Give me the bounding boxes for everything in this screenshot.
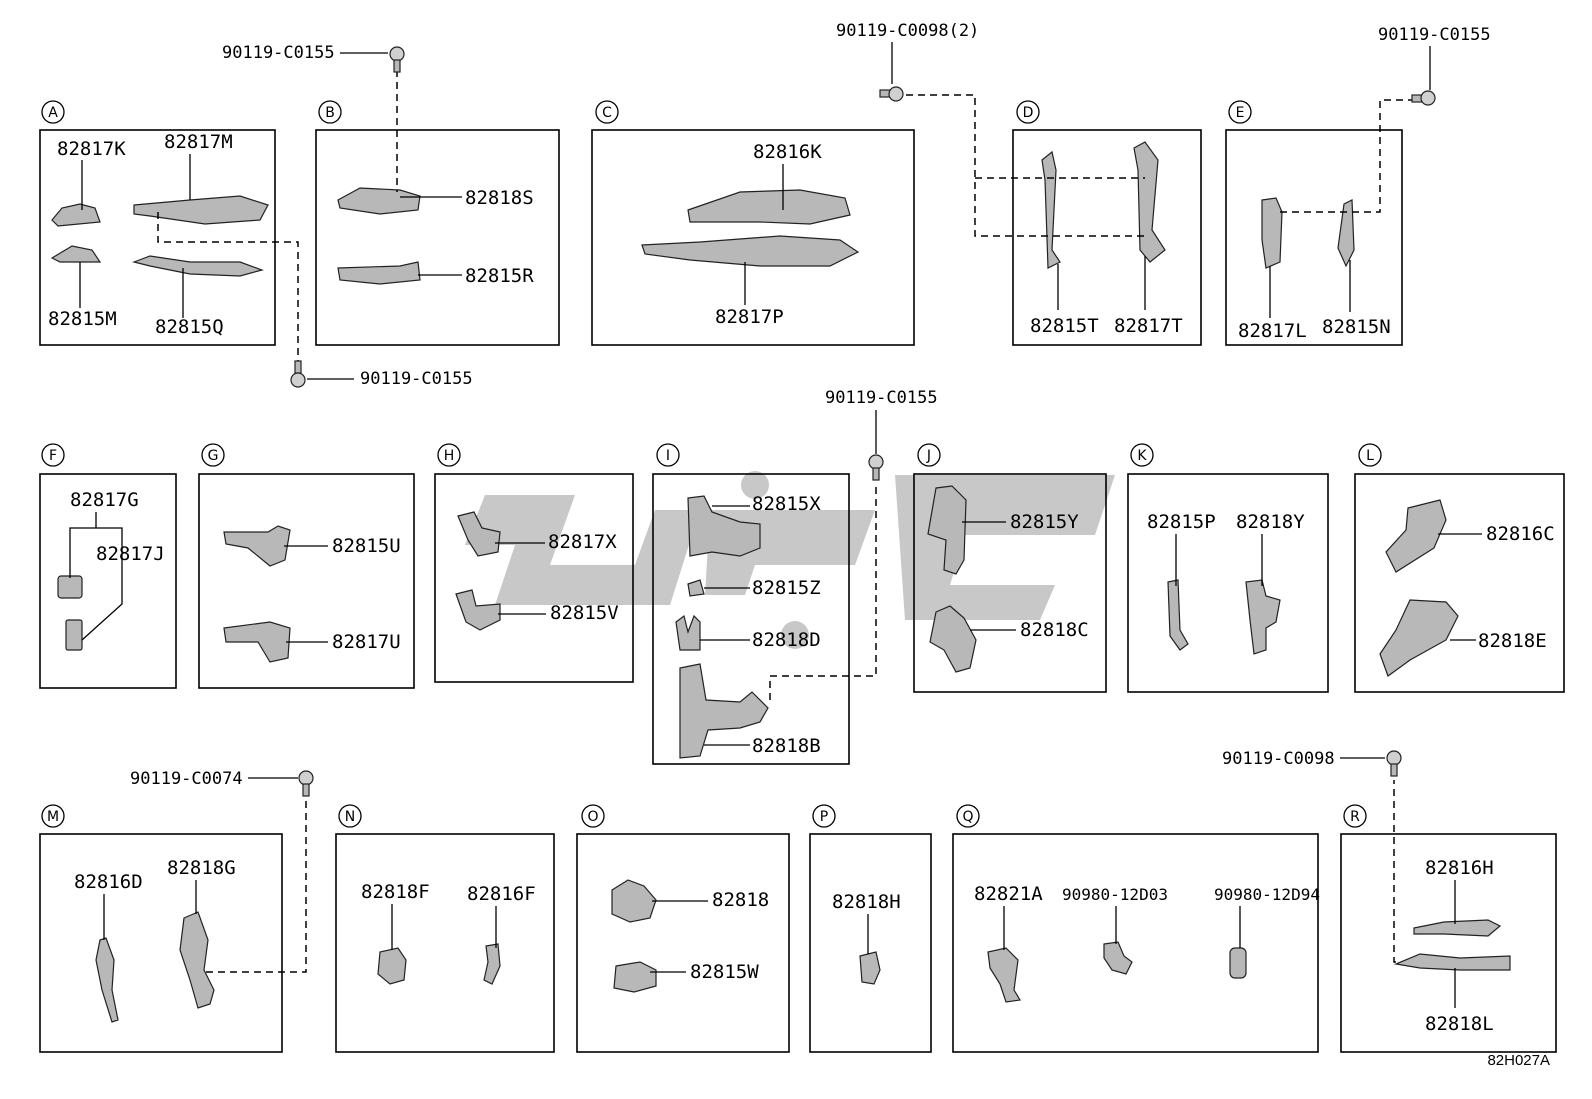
svg-text:A: A <box>48 105 58 121</box>
svg-text:I: I <box>666 448 670 464</box>
part-82818S: 82818S <box>465 187 534 209</box>
part-82817K: 82817K <box>57 138 126 160</box>
part-82817M: 82817M <box>164 131 233 153</box>
part-82817T: 82817T <box>1114 315 1183 337</box>
fastener-90119-C0155-e: 90119-C0155 <box>1378 25 1491 45</box>
section-p: P 82818H <box>809 804 932 1053</box>
svg-text:Q: Q <box>962 809 973 825</box>
bolt-icon <box>389 46 405 73</box>
part-82818F: 82818F <box>361 881 430 903</box>
part-82818C: 82818C <box>1020 619 1089 641</box>
section-h: H 82817X 82815V <box>434 443 634 683</box>
part-82816D: 82816D <box>74 871 143 893</box>
section-o: O 82818 82815W <box>576 804 790 1053</box>
bolt-icon <box>1386 750 1402 777</box>
fastener-90119-C0155-a: 90119-C0155 <box>360 369 473 389</box>
fastener-90119-C0155-i: 90119-C0155 <box>825 388 938 408</box>
fastener-90119-C0098-2: 90119-C0098(2) <box>836 21 979 41</box>
svg-text:G: G <box>208 448 219 464</box>
svg-text:J: J <box>926 448 931 464</box>
svg-text:E: E <box>1236 105 1245 121</box>
section-l: L 82816C 82818E <box>1354 443 1565 693</box>
svg-text:O: O <box>587 809 598 825</box>
section-g: G 82815U 82817U <box>198 443 415 689</box>
part-82818Y: 82818Y <box>1236 511 1305 533</box>
part-90980-12D03: 90980-12D03 <box>1062 885 1168 904</box>
svg-text:C: C <box>602 105 612 121</box>
svg-text:F: F <box>49 448 57 464</box>
part-82815U: 82815U <box>332 535 401 557</box>
section-d: D 82815T 82817T 90119-C0098(2) <box>836 21 1202 346</box>
part-82817G: 82817G <box>70 489 139 511</box>
part-82817X: 82817X <box>548 531 617 553</box>
section-b: B 82818S 82815R 90119-C0155 <box>222 43 560 346</box>
bolt-icon <box>1411 90 1436 106</box>
section-e: E 82817L 82815N 90119-C0155 <box>1225 25 1491 346</box>
svg-text:R: R <box>1350 809 1360 825</box>
part-82815N: 82815N <box>1322 316 1391 338</box>
part-82815Z: 82815Z <box>752 577 821 599</box>
section-q: Q 82821A 90980-12D03 90980-12D94 <box>952 804 1320 1053</box>
part-82821A: 82821A <box>974 883 1043 905</box>
part-82818: 82818 <box>712 889 769 911</box>
bolt-icon <box>879 86 904 102</box>
diagram-code: 82H027A <box>1487 1052 1550 1069</box>
svg-text:H: H <box>444 448 455 464</box>
part-82818H: 82818H <box>832 891 901 913</box>
svg-text:P: P <box>820 809 828 825</box>
bolt-icon <box>868 454 884 481</box>
part-82816K: 82816K <box>753 141 822 163</box>
part-82815P: 82815P <box>1147 511 1216 533</box>
section-c: C 82816K 82817P <box>591 100 915 346</box>
bolt-icon <box>290 360 306 388</box>
bolt-icon <box>298 770 314 797</box>
svg-text:M: M <box>47 809 59 825</box>
svg-text:D: D <box>1023 105 1034 121</box>
svg-text:K: K <box>1137 448 1147 464</box>
section-n: N 82818F 82816F <box>335 804 555 1053</box>
section-i: I 82815X 82815Z 82818D 82818B 90119-C015… <box>652 388 938 765</box>
part-82816H: 82816H <box>1425 857 1494 879</box>
part-90980-12D94: 90980-12D94 <box>1214 885 1320 904</box>
part-82815R: 82815R <box>465 265 534 287</box>
part-82817J: 82817J <box>96 543 165 565</box>
section-a: A 82817K 82817M 82815M 82815Q <box>39 100 299 365</box>
part-82815X: 82815X <box>752 493 821 515</box>
part-82815Q: 82815Q <box>155 316 224 338</box>
fastener-90119-C0098: 90119-C0098 <box>1222 749 1335 769</box>
part-82818D: 82818D <box>752 629 821 651</box>
part-82818B: 82818B <box>752 735 821 757</box>
part-82815M: 82815M <box>48 308 117 330</box>
part-82817P: 82817P <box>715 306 784 328</box>
part-82817U: 82817U <box>332 631 401 653</box>
section-m: M 82816D 82818G 90119-C0074 <box>39 769 314 1053</box>
fastener-90119-C0155-b: 90119-C0155 <box>222 43 335 63</box>
svg-text:N: N <box>345 809 355 825</box>
part-82815V: 82815V <box>550 602 619 624</box>
part-82816C: 82816C <box>1486 523 1555 545</box>
svg-text:L: L <box>1366 448 1374 464</box>
part-82818G: 82818G <box>167 857 236 879</box>
part-82816F: 82816F <box>467 883 536 905</box>
section-j: J 82815Y 82818C <box>913 443 1107 693</box>
fastener-90119-C0074: 90119-C0074 <box>130 769 243 789</box>
part-82815W: 82815W <box>690 961 759 983</box>
part-82815T: 82815T <box>1030 315 1099 337</box>
part-82815Y: 82815Y <box>1010 511 1079 533</box>
part-82818E: 82818E <box>1478 630 1547 652</box>
section-f: F 82817G 82817J <box>39 443 177 689</box>
section-r: R 82816H 82818L 90119-C0098 <box>1222 749 1557 1053</box>
section-k: K 82815P 82818Y <box>1127 443 1329 693</box>
part-82818L: 82818L <box>1425 1013 1494 1035</box>
part-82817L: 82817L <box>1238 320 1307 342</box>
svg-text:B: B <box>325 105 335 121</box>
